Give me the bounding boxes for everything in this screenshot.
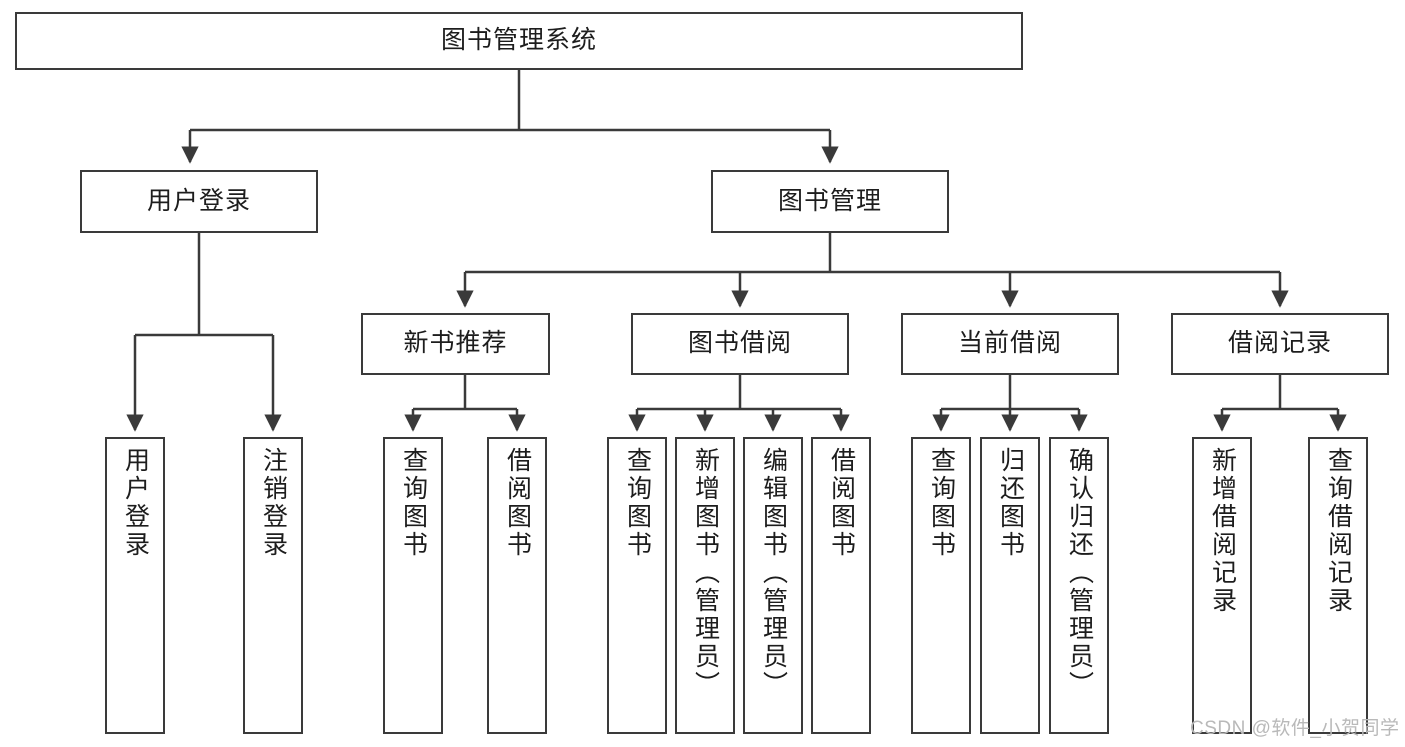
node-label: 确认归还（管理员） [1065,447,1094,699]
node-label: 借阅图书 [503,447,532,559]
node-current-borrow[interactable]: 当前借阅 [901,313,1119,375]
leaf-borrow-record-query[interactable]: 查询借阅记录 [1308,437,1368,734]
node-new-book-recommend[interactable]: 新书推荐 [361,313,550,375]
node-book-borrow[interactable]: 图书借阅 [631,313,849,375]
leaf-user-login-signout[interactable]: 注销登录 [243,437,303,734]
node-label: 当前借阅 [957,329,1062,358]
node-label: 图书管理 [777,186,882,215]
csdn-watermark: CSDN @软件_小贺同学 [1190,718,1400,739]
node-label: 借阅记录 [1227,329,1332,358]
node-label: 用户登录 [121,447,150,559]
node-user-login[interactable]: 用户登录 [80,170,318,233]
node-label: 借阅图书 [827,447,856,559]
node-label: 归还图书 [996,447,1025,559]
node-label: 新书推荐 [403,329,508,358]
leaf-current-borrow-query[interactable]: 查询图书 [911,437,971,734]
node-book-management[interactable]: 图书管理 [711,170,949,233]
node-label: 编辑图书（管理员） [759,447,788,699]
leaf-new-book-borrow[interactable]: 借阅图书 [487,437,547,734]
leaf-borrow-record-add[interactable]: 新增借阅记录 [1192,437,1252,734]
node-borrow-record[interactable]: 借阅记录 [1171,313,1389,375]
node-label: 查询图书 [399,447,428,559]
leaf-new-book-query[interactable]: 查询图书 [383,437,443,734]
leaf-current-borrow-return[interactable]: 归还图书 [980,437,1040,734]
node-label: 查询图书 [623,447,652,559]
node-label: 用户登录 [146,186,251,215]
node-label: 新增图书（管理员） [691,447,720,699]
leaf-book-borrow-lend[interactable]: 借阅图书 [811,437,871,734]
node-root-system[interactable]: 图书管理系统 [15,12,1023,70]
node-label: 注销登录 [259,447,288,559]
leaf-book-borrow-edit[interactable]: 编辑图书（管理员） [743,437,803,734]
node-label: 图书管理系统 [440,26,597,55]
leaf-book-borrow-add[interactable]: 新增图书（管理员） [675,437,735,734]
leaf-user-login-signin[interactable]: 用户登录 [105,437,165,734]
leaf-book-borrow-query[interactable]: 查询图书 [607,437,667,734]
node-label: 查询图书 [927,447,956,559]
node-label: 新增借阅记录 [1208,447,1237,615]
node-label: 查询借阅记录 [1324,447,1353,615]
leaf-current-borrow-confirm[interactable]: 确认归还（管理员） [1049,437,1109,734]
node-label: 图书借阅 [687,329,792,358]
